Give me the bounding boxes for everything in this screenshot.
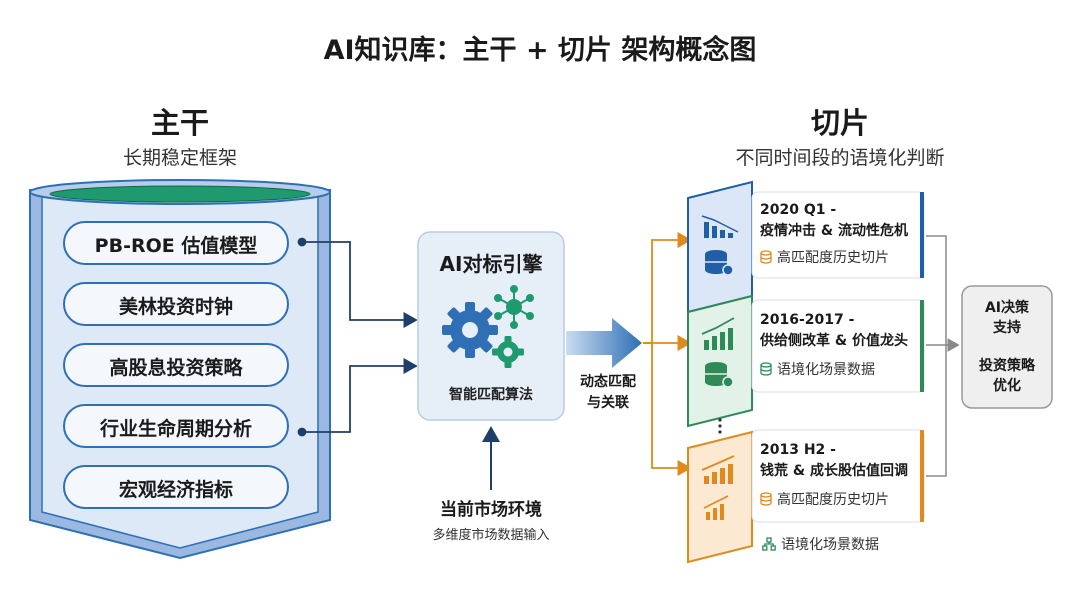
database-icon: [705, 362, 734, 388]
slice-card-subtitle-text: 高匹配度历史切片: [777, 250, 889, 266]
trunk-pills: [63, 221, 289, 509]
database-icon: [760, 362, 772, 376]
gear-icon: [442, 302, 498, 358]
ellipsis-dots: [718, 418, 722, 434]
output-line1: AI决策: [984, 300, 1030, 316]
database-icon: [760, 250, 772, 264]
slice-card-title-line1: 2013 H2 -: [760, 442, 836, 458]
trunk-item-high-dividend: 高股息投资策略: [109, 357, 243, 379]
trunk-heading: 主干: [150, 106, 209, 140]
slice-green: [687, 294, 753, 428]
info-cards: [751, 191, 925, 523]
slice-card-2020q1: 2020 Q1 - 疫情冲击 & 流动性危机 高匹配度历史切片: [760, 200, 920, 267]
page-title: AI知识库：主干 + 切片 架构概念图: [323, 35, 757, 66]
slice-blue: [687, 180, 753, 314]
slices-heading: 切片: [810, 106, 869, 140]
slice-card-subtitle: 高匹配度历史切片: [760, 247, 920, 267]
trunk-item-merrill-clock: 美林投资时钟: [118, 296, 233, 318]
network-icon: [494, 285, 534, 329]
output-box: [961, 285, 1053, 409]
output-spacer: [962, 338, 1052, 356]
slice-card-subtitle-text: 语境化场景数据: [777, 362, 875, 378]
slice-card-subtitle: 高匹配度历史切片: [760, 489, 920, 509]
slice-card-2016-2017: 2016-2017 - 供给侧改革 & 价值龙头 语境化场景数据: [760, 310, 920, 379]
trunk-item-pb-roe: PB-ROE 估值模型: [94, 235, 258, 257]
trunk-engine-connectors: [297, 237, 418, 437]
growth-chart-icon: [701, 455, 735, 484]
engine-subtitle: 智能匹配算法: [449, 387, 533, 403]
slice-card-subtitle-text: 高匹配度历史切片: [777, 492, 889, 508]
engine-title: AI对标引擎: [439, 252, 543, 276]
output-line3: 投资策略: [979, 358, 1035, 374]
slice-card-title-line2: 疫情冲击 & 流动性危机: [760, 223, 908, 239]
flow-label-line2: 与关联: [587, 395, 629, 411]
flow-label-line1: 动态匹配: [580, 374, 636, 390]
branch-arrows: [643, 231, 692, 477]
output-line2: 支持: [993, 320, 1021, 336]
slice-card-title-line2: 钱荒 & 成长股估值回调: [760, 463, 908, 479]
database-icon: [705, 250, 734, 276]
slices-subheading: 不同时间段的语境化判断: [735, 147, 945, 169]
slice-card-subtitle: 语境化场景数据: [760, 359, 920, 379]
trunk-item-macro-indicators: 宏观经济指标: [118, 479, 233, 501]
slice-extra-label-text: 语境化场景数据: [781, 537, 879, 553]
flow-label: 动态匹配 与关联: [568, 372, 648, 414]
hierarchy-icon: [762, 537, 776, 551]
slice-extra-label: 语境化场景数据: [762, 534, 879, 554]
market-input-title: 当前市场环境: [440, 500, 542, 520]
output-box-text: AI决策 支持 投资策略 优化: [962, 298, 1052, 396]
bar-chart-icon: [701, 215, 739, 238]
output-connectors: [926, 235, 960, 477]
trunk-item-industry-lifecycle: 行业生命周期分析: [99, 418, 252, 440]
slice-card-2013h2: 2013 H2 - 钱荒 & 成长股估值回调 高匹配度历史切片: [760, 440, 920, 509]
market-input-subtitle: 多维度市场数据输入: [432, 528, 550, 543]
growth-chart-icon: [701, 317, 735, 350]
engine-box: [417, 231, 565, 421]
slice-orange: [687, 430, 753, 564]
output-line4: 优化: [993, 378, 1021, 394]
slice-card-title-line1: 2016-2017 -: [760, 312, 855, 328]
big-flow-arrow: [566, 318, 642, 368]
slice-card-title-line2: 供给侧改革 & 价值龙头: [760, 333, 908, 349]
database-icon: [760, 492, 772, 506]
trunk-subheading: 长期稳定框架: [122, 147, 237, 169]
growth-chart-small-icon: [703, 495, 729, 520]
slice-card-title-line1: 2020 Q1 -: [760, 202, 837, 218]
gear-small-icon: [492, 336, 524, 368]
